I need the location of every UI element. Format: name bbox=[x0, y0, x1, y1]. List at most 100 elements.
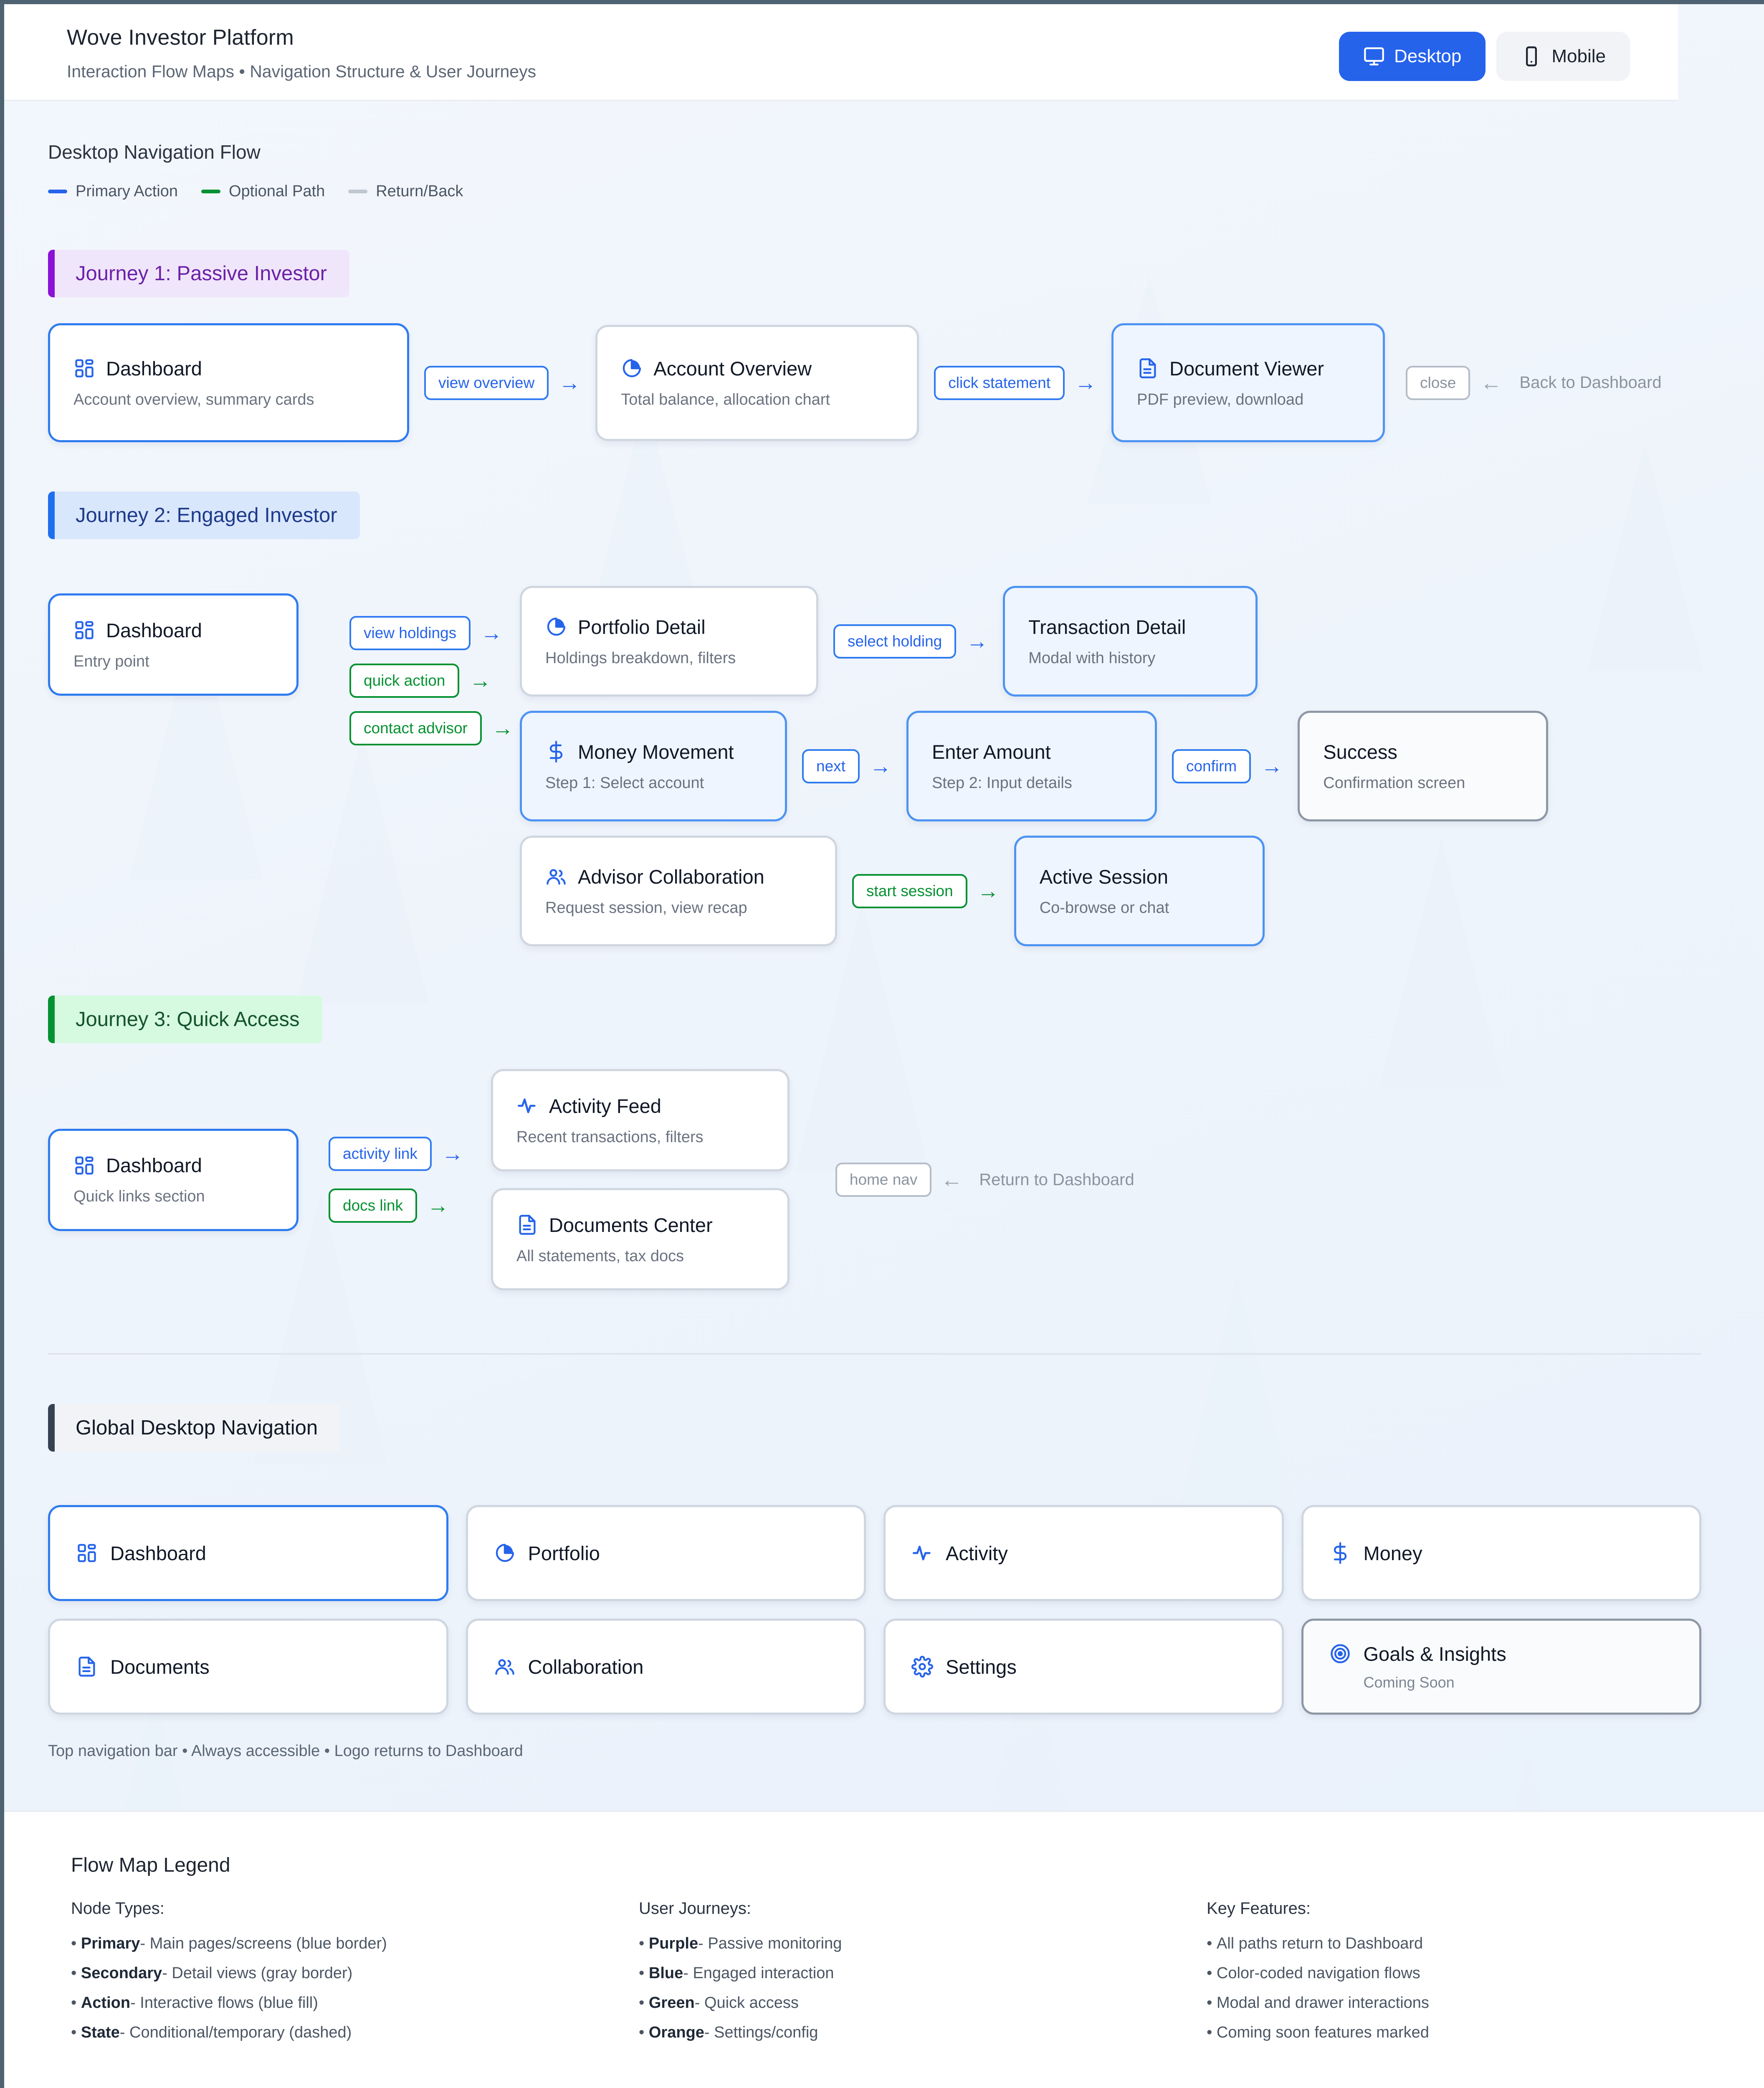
node-title: Enter Amount bbox=[931, 740, 1051, 763]
node-dashboard-j1[interactable]: Dashboard Account overview, summary card… bbox=[48, 323, 409, 442]
desktop-view-button[interactable]: Desktop bbox=[1339, 32, 1486, 81]
node-title: Account Overview bbox=[653, 357, 812, 380]
node-dashboard-j3[interactable]: Dashboard Quick links section bbox=[48, 1128, 299, 1231]
grid-icon bbox=[73, 357, 95, 379]
desktop-view-label: Desktop bbox=[1394, 46, 1462, 66]
node-title: Documents Center bbox=[549, 1214, 713, 1236]
legend-primary-action: Primary Action bbox=[48, 182, 178, 200]
nav-card-goals-insights[interactable]: Goals & Insights Coming Soon bbox=[1301, 1619, 1701, 1715]
nav-card-activity[interactable]: Activity bbox=[883, 1505, 1284, 1601]
connector-quick-action: quick action → bbox=[349, 664, 491, 698]
nav-card-portfolio[interactable]: Portfolio bbox=[466, 1505, 866, 1601]
connector-label-click-statement[interactable]: click statement bbox=[934, 365, 1065, 400]
legend-return-label: Return/Back bbox=[376, 182, 463, 200]
nav-card-coming-soon: Coming Soon bbox=[1363, 1673, 1455, 1691]
pie-chart-icon bbox=[545, 616, 567, 638]
return-label-j3: Return to Dashboard bbox=[979, 1170, 1134, 1189]
global-nav-banner: Global Desktop Navigation bbox=[48, 1404, 341, 1452]
node-document-viewer[interactable]: Document Viewer PDF preview, download bbox=[1111, 323, 1385, 442]
journey-1-flow-row: Dashboard Account overview, summary card… bbox=[48, 323, 1701, 442]
node-dashboard-j2[interactable]: Dashboard Entry point bbox=[48, 593, 299, 696]
node-active-session[interactable]: Active Session Co-browse or chat bbox=[1014, 836, 1265, 946]
node-portfolio-detail[interactable]: Portfolio Detail Holdings breakdown, fil… bbox=[520, 586, 818, 697]
connector-label-select-holding[interactable]: select holding bbox=[833, 624, 957, 659]
legend-item: • Green- Quick access bbox=[639, 1994, 799, 2012]
flow-content: Desktop Navigation Flow Primary Action O… bbox=[4, 101, 1764, 1760]
node-subtitle: Total balance, allocation chart bbox=[621, 390, 830, 408]
node-subtitle: Entry point bbox=[73, 652, 149, 670]
connector-label-home-nav[interactable]: home nav bbox=[835, 1163, 932, 1197]
connector-activity-link: activity link → bbox=[329, 1137, 463, 1171]
section-divider bbox=[48, 1353, 1701, 1355]
arrow-right-icon: → bbox=[491, 716, 514, 740]
connector-label-close[interactable]: close bbox=[1406, 365, 1470, 400]
node-subtitle: PDF preview, download bbox=[1137, 390, 1304, 408]
connector-label-start-session[interactable]: start session bbox=[852, 874, 967, 908]
node-advisor-collaboration[interactable]: Advisor Collaboration Request session, v… bbox=[520, 836, 837, 946]
dollar-icon bbox=[1329, 1542, 1351, 1564]
grid-icon bbox=[76, 1542, 98, 1564]
connector-view-holdings: view holdings → bbox=[349, 616, 502, 650]
connector-start-session: start session → bbox=[852, 874, 999, 908]
target-icon bbox=[1329, 1643, 1351, 1665]
nav-card-settings[interactable]: Settings bbox=[883, 1619, 1284, 1715]
legend-item: • Orange- Settings/config bbox=[639, 2024, 818, 2041]
node-subtitle: Account overview, summary cards bbox=[73, 390, 314, 408]
connector-label-quick-action[interactable]: quick action bbox=[349, 664, 460, 698]
connector-confirm: confirm → bbox=[1172, 749, 1283, 783]
legend-item: • Modal and drawer interactions bbox=[1207, 1994, 1429, 2012]
grid-icon bbox=[73, 1155, 95, 1176]
journey-1-banner: Journey 1: Passive Investor bbox=[48, 250, 349, 297]
node-enter-amount[interactable]: Enter Amount Step 2: Input details bbox=[906, 711, 1157, 821]
nav-card-label: Settings bbox=[946, 1655, 1017, 1678]
dollar-icon bbox=[545, 741, 567, 763]
nav-card-money[interactable]: Money bbox=[1301, 1505, 1701, 1601]
page-title: Wove Investor Platform bbox=[67, 25, 294, 50]
document-icon bbox=[76, 1656, 98, 1677]
node-subtitle: Request session, view recap bbox=[545, 899, 747, 917]
connector-label-view-holdings[interactable]: view holdings bbox=[349, 616, 471, 650]
nav-card-dashboard[interactable]: Dashboard bbox=[48, 1505, 448, 1601]
node-success[interactable]: Success Confirmation screen bbox=[1298, 711, 1549, 821]
node-title: Success bbox=[1323, 740, 1397, 763]
node-title: Dashboard bbox=[106, 619, 202, 641]
node-activity-feed[interactable]: Activity Feed Recent transactions, filte… bbox=[491, 1069, 790, 1171]
connector-label-activity-link[interactable]: activity link bbox=[329, 1137, 432, 1171]
node-money-movement[interactable]: Money Movement Step 1: Select account bbox=[520, 711, 787, 821]
nav-card-label: Portfolio bbox=[528, 1542, 600, 1564]
app-header: Wove Investor Platform Interaction Flow … bbox=[4, 4, 1678, 101]
node-documents-center[interactable]: Documents Center All statements, tax doc… bbox=[491, 1188, 790, 1290]
monitor-icon bbox=[1363, 46, 1385, 67]
mobile-view-label: Mobile bbox=[1551, 46, 1606, 66]
node-transaction-detail[interactable]: Transaction Detail Modal with history bbox=[1003, 586, 1258, 697]
users-icon bbox=[545, 866, 567, 887]
nav-card-label: Goals & Insights bbox=[1363, 1642, 1506, 1665]
grid-icon bbox=[73, 619, 95, 641]
node-account-overview[interactable]: Account Overview Total balance, allocati… bbox=[595, 324, 919, 441]
users-icon bbox=[494, 1656, 516, 1677]
connector-view-overview: view overview → bbox=[409, 365, 595, 400]
document-icon bbox=[516, 1214, 538, 1236]
connector-label-docs-link[interactable]: docs link bbox=[329, 1188, 417, 1223]
section-title-desktop-flow: Desktop Navigation Flow bbox=[48, 141, 261, 163]
node-title: Transaction Detail bbox=[1028, 616, 1186, 638]
nav-card-label: Documents bbox=[110, 1655, 210, 1678]
node-subtitle: Recent transactions, filters bbox=[516, 1128, 704, 1146]
journey-2-banner: Journey 2: Engaged Investor bbox=[48, 492, 360, 539]
legend-line-return bbox=[348, 190, 368, 193]
mobile-view-button[interactable]: Mobile bbox=[1496, 32, 1630, 81]
nav-card-collaboration[interactable]: Collaboration bbox=[466, 1619, 866, 1715]
connector-select-holding: select holding → bbox=[833, 624, 988, 659]
legend-col1-heading: Node Types: bbox=[71, 1899, 165, 1918]
connector-label-confirm[interactable]: confirm bbox=[1172, 749, 1251, 783]
flow-map-legend-footer: Flow Map Legend Node Types: • Primary- M… bbox=[4, 1810, 1764, 2088]
node-title: Dashboard bbox=[106, 1154, 202, 1176]
arrow-right-icon: → bbox=[1261, 754, 1283, 778]
connector-label-view-overview[interactable]: view overview bbox=[424, 365, 549, 400]
connector-label-next[interactable]: next bbox=[802, 749, 860, 783]
nav-card-documents[interactable]: Documents bbox=[48, 1619, 448, 1715]
connector-docs-link: docs link → bbox=[329, 1188, 463, 1223]
global-nav-grid: Dashboard Portfolio Activity bbox=[48, 1505, 1701, 1715]
connector-label-contact-advisor[interactable]: contact advisor bbox=[349, 711, 482, 745]
global-nav-footnote: Top navigation bar • Always accessible •… bbox=[48, 1742, 523, 1760]
